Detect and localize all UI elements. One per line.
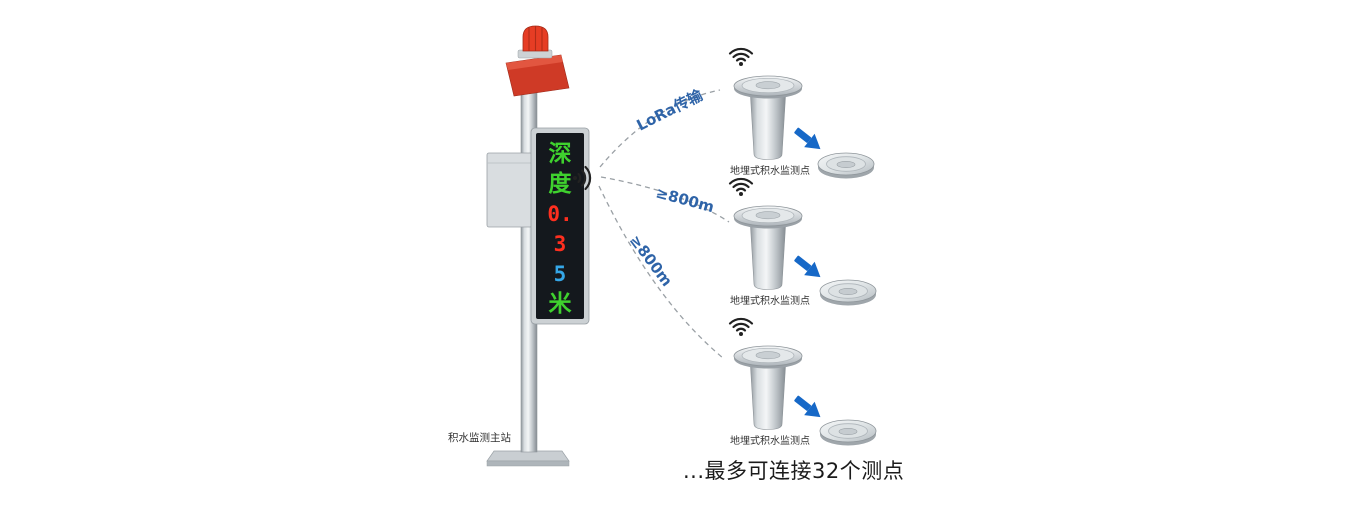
- footer-text: ...最多可连接32个测点: [683, 459, 904, 483]
- sensor-label: 地埋式积水监测点: [730, 164, 810, 177]
- led-char: 度: [549, 170, 573, 197]
- link-label-lora: LoRa传输: [634, 86, 707, 135]
- link-label-distance-1: ≥800m: [654, 183, 716, 216]
- link-curve-1: [599, 89, 721, 168]
- pole-base-front: [486, 460, 570, 467]
- sensor-group-1: 地埋式积水监测点: [728, 47, 875, 179]
- led-char: 0.: [547, 202, 572, 226]
- disc-sensor: [819, 419, 877, 446]
- sensor-group-3: 地埋式积水监测点: [728, 317, 877, 447]
- led-display-screen: [536, 133, 584, 319]
- pole-base-plate: [486, 450, 570, 462]
- arrow-icon: [790, 391, 826, 424]
- sensor-group-2: 地埋式积水监测点: [728, 177, 877, 307]
- beacon-fins: [528, 26, 543, 51]
- lora-links: [598, 89, 730, 359]
- main-station-label: 积水监测主站: [448, 431, 511, 444]
- ground-sensor: [733, 205, 803, 290]
- ground-sensor: [733, 345, 803, 430]
- link-curve-2: [600, 176, 730, 223]
- arrow-icon: [790, 123, 826, 156]
- control-box: [486, 152, 533, 228]
- disc-sensor: [819, 279, 877, 306]
- disc-sensor: [817, 152, 875, 179]
- sensor-label: 地埋式积水监测点: [730, 434, 810, 447]
- alarm-bracket-top: [506, 55, 563, 70]
- ground-sensor: [733, 75, 803, 160]
- led-char: 米: [549, 291, 573, 317]
- sensor-label: 地埋式积水监测点: [730, 294, 810, 307]
- wifi-icon: [728, 177, 754, 198]
- led-char: 5: [554, 262, 567, 286]
- link-label-distance-2: ≥800m: [626, 232, 676, 290]
- main-station: 深 度 0. 3 5 米 积水监测主站: [448, 25, 592, 467]
- led-char: 深: [549, 141, 572, 167]
- arrow-icon: [790, 251, 826, 284]
- wifi-icon: [728, 317, 754, 338]
- led-char: 3: [554, 232, 567, 256]
- wifi-icon: [728, 47, 754, 68]
